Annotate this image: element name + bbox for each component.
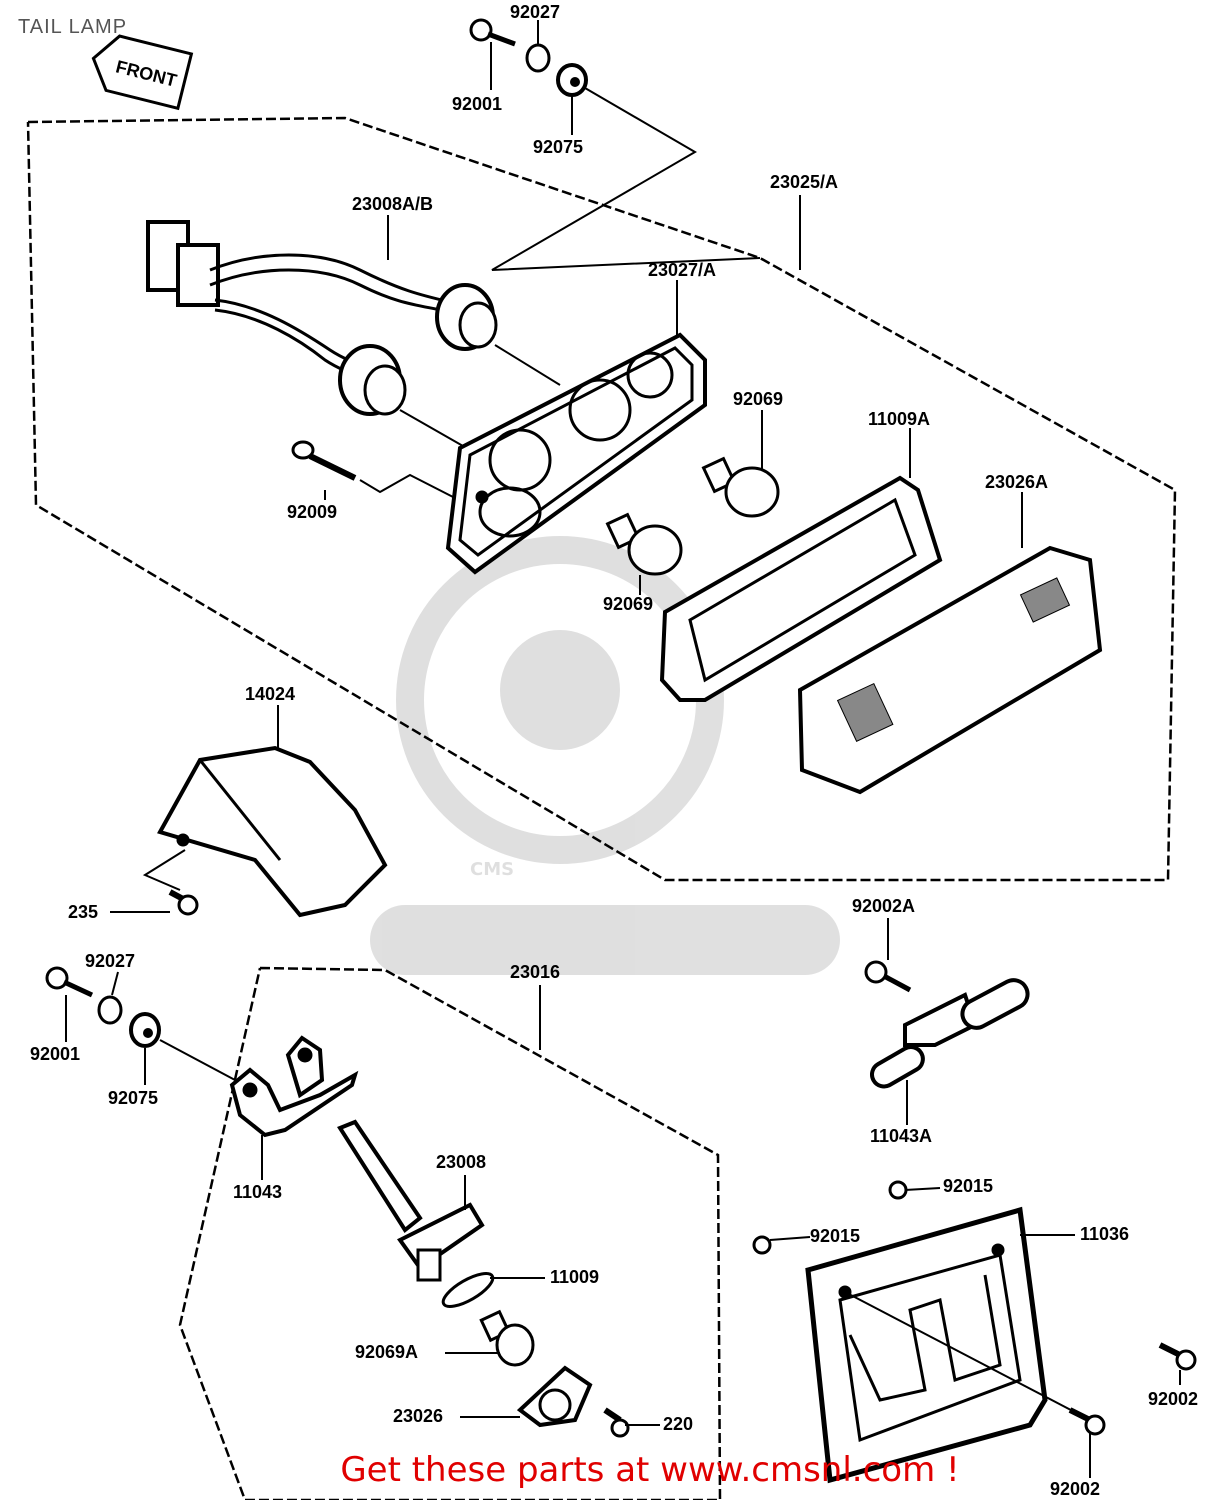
label-23016: 23016 xyxy=(510,962,560,982)
collar-92027-bottom xyxy=(97,995,123,1025)
leader-harness-b xyxy=(399,409,471,451)
grommet-92075-bottom xyxy=(129,1012,161,1048)
label-23025A: 23025/A xyxy=(770,172,838,192)
label-23026A: 23026A xyxy=(985,472,1048,492)
assembly-boundary-23025 xyxy=(26,116,1177,882)
label-92027-bottom: 92027 xyxy=(85,951,135,971)
label-92001-top: 92001 xyxy=(452,94,502,114)
label-92002-right: 92002 xyxy=(1148,1389,1198,1409)
label-92001-bottom: 92001 xyxy=(30,1044,80,1064)
label-92015-lower: 92015 xyxy=(810,1226,860,1246)
bolt-92002-lower xyxy=(1068,1407,1106,1436)
screw-235 xyxy=(168,889,199,916)
cms-watermark: CMS WWW.CMSNL.COM xyxy=(370,536,840,975)
bracket-11043A xyxy=(870,978,1030,1089)
watermark-brand: CMS xyxy=(470,859,514,880)
label-92069A: 92069A xyxy=(355,1342,418,1362)
bulb-92069-lower xyxy=(605,512,683,576)
bolt-92002A xyxy=(864,960,912,993)
label-23027A: 23027/A xyxy=(648,260,716,280)
label-92015-upper: 92015 xyxy=(943,1176,993,1196)
label-11036: 11036 xyxy=(1080,1224,1129,1244)
gasket-11009 xyxy=(441,1272,495,1308)
part-labels: 92027 92001 92075 23025/A 23008A/B 23027… xyxy=(30,2,1198,1499)
screw-92009 xyxy=(291,440,357,481)
label-11043: 11043 xyxy=(233,1182,282,1202)
bracket-11043 xyxy=(229,1035,359,1138)
label-14024: 14024 xyxy=(245,684,295,704)
label-11043A: 11043A xyxy=(870,1126,932,1146)
label-92009: 92009 xyxy=(287,502,337,522)
cmsnl-footer-link[interactable]: Get these parts at www.cmsnl.com ! xyxy=(0,1450,1210,1490)
lamp-housing-23027A xyxy=(445,332,707,575)
leader-14024 xyxy=(142,849,186,891)
bulb-92069A xyxy=(479,1309,535,1367)
wire-harness-23008AB xyxy=(146,220,498,416)
label-92002-lower: 92002 xyxy=(1050,1479,1100,1499)
lens-23026A xyxy=(797,545,1103,795)
watermark-url: WWW.CMSNL.COM xyxy=(405,942,594,963)
screw-220 xyxy=(603,1407,630,1438)
nut-92015-upper xyxy=(888,1180,908,1200)
label-92075-bottom: 92075 xyxy=(108,1088,158,1108)
label-23008: 23008 xyxy=(436,1152,486,1172)
label-leaders xyxy=(65,20,1181,1478)
bolt-92001-top xyxy=(469,18,516,47)
label-11009A: 11009A xyxy=(868,409,930,429)
nut-92015-lower xyxy=(752,1235,772,1255)
leader-92075-to-housing xyxy=(491,87,761,271)
bolt-92001-bottom xyxy=(45,966,94,998)
bulb-92069-upper xyxy=(701,456,780,518)
gasket-11009A xyxy=(659,475,943,702)
collar-92027-top xyxy=(525,43,551,73)
label-23026: 23026 xyxy=(393,1406,443,1426)
label-220: 220 xyxy=(663,1414,693,1434)
license-lamp-cover-14024 xyxy=(157,745,388,918)
label-92027-top: 92027 xyxy=(510,2,560,22)
label-92075-top: 92075 xyxy=(533,137,583,157)
bolt-92002-right xyxy=(1158,1342,1197,1371)
label-92002A: 92002A xyxy=(852,896,915,916)
label-92069-lower: 92069 xyxy=(603,594,653,614)
leader-92075-bottom xyxy=(159,1039,236,1081)
label-92069-upper: 92069 xyxy=(733,389,783,409)
label-11009: 11009 xyxy=(550,1267,599,1287)
socket-23008 xyxy=(337,1119,485,1282)
assembly-boundary-23016 xyxy=(178,966,722,1500)
label-23008AB: 23008A/B xyxy=(352,194,433,214)
grommet-92075-top xyxy=(556,63,588,97)
lens-23026 xyxy=(516,1365,593,1428)
leader-92009 xyxy=(359,473,456,499)
footer-link-text[interactable]: Get these parts at www.cmsnl.com ! xyxy=(340,1450,960,1490)
page-title: TAIL LAMP xyxy=(18,16,128,38)
label-235: 235 xyxy=(68,902,98,922)
plate-bracket-11036 xyxy=(805,1206,1091,1484)
leader-harness-a xyxy=(494,344,561,386)
front-arrow: FRONT xyxy=(91,34,194,111)
